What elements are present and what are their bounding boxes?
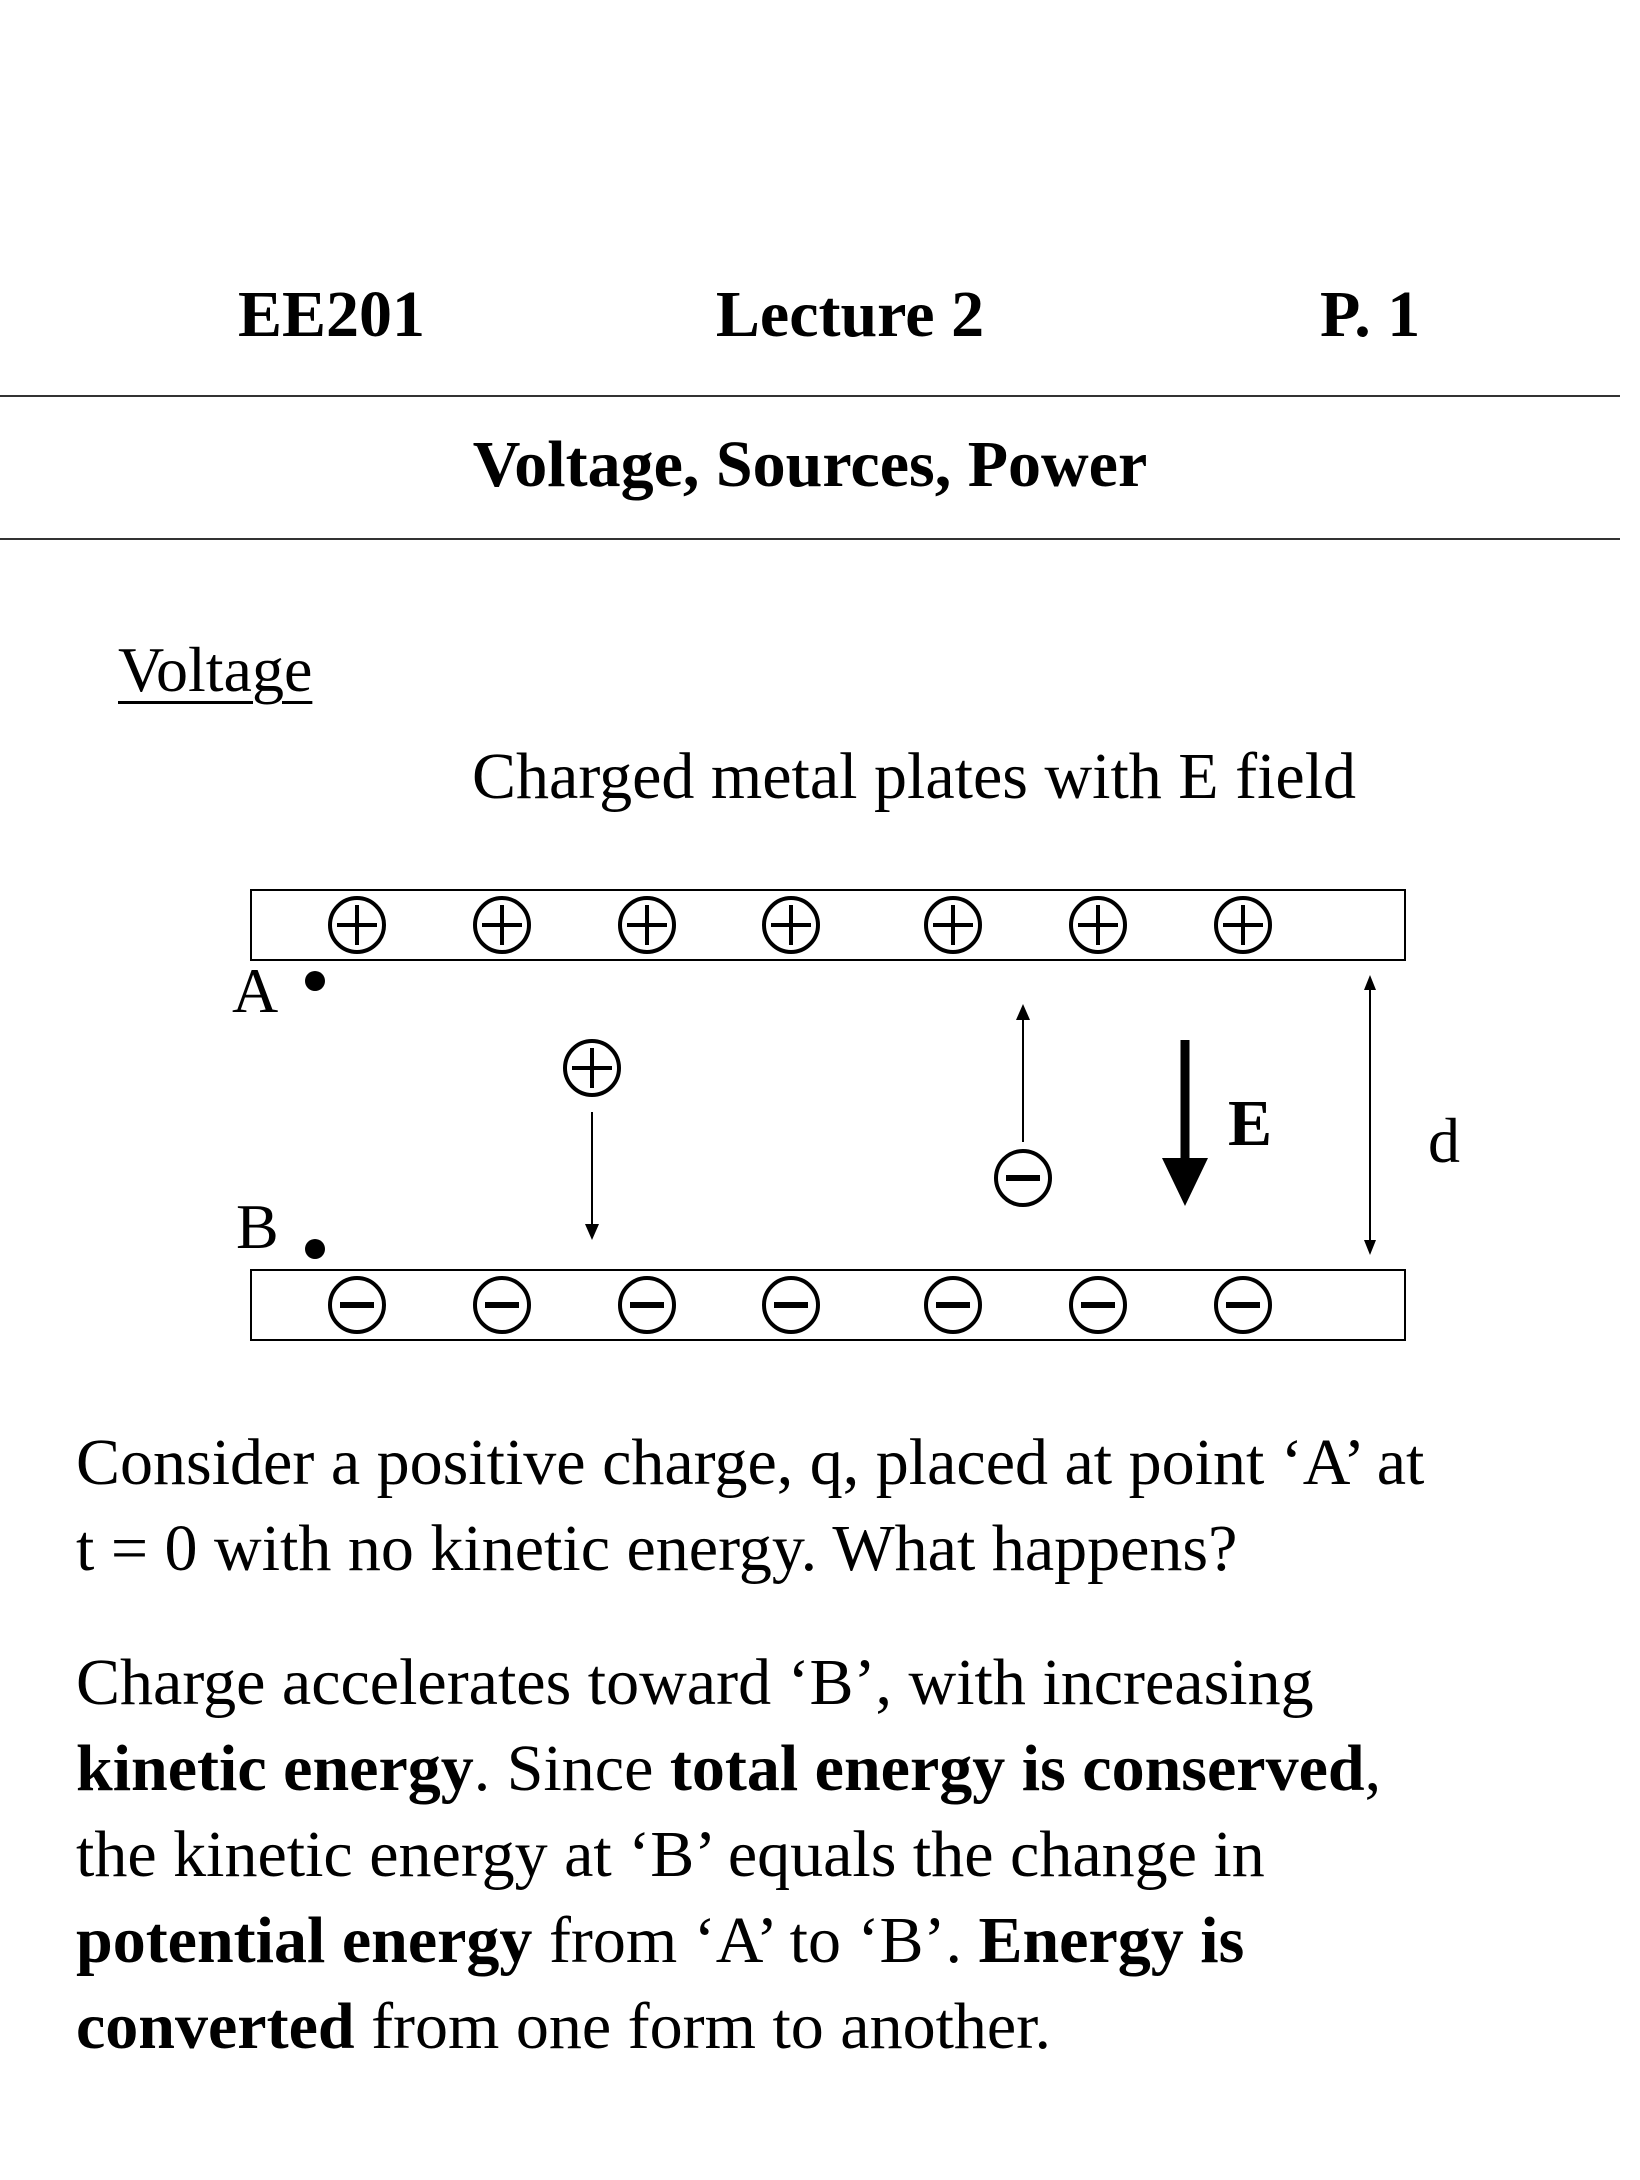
point-a-dot — [305, 971, 325, 991]
term-energy-is: Energy is — [978, 1904, 1245, 1977]
e-field-label: E — [1228, 1087, 1272, 1160]
positive-charges — [328, 896, 1272, 954]
positive-charge — [328, 896, 386, 954]
question-line-1: Consider a positive charge, q, placed at… — [76, 1426, 1425, 1499]
negative-charge — [328, 1276, 386, 1334]
distance-arrowhead-top — [1364, 975, 1376, 990]
term-converted: converted — [76, 1990, 355, 2063]
header-rule — [0, 395, 1620, 397]
point-b-label: B — [236, 1191, 279, 1262]
negative-charge — [924, 1276, 982, 1334]
question-line-2: t = 0 with no kinetic energy. What happe… — [76, 1512, 1238, 1585]
point-b-dot — [305, 1239, 325, 1259]
term-potential-energy: potential energy — [76, 1904, 533, 1977]
answer-line-3: the kinetic energy at ‘B’ equals the cha… — [76, 1818, 1265, 1891]
positive-charge — [1069, 896, 1127, 954]
page-subtitle: Voltage, Sources, Power — [472, 428, 1148, 501]
negative-plate — [250, 1269, 1406, 1341]
negative-charge — [1214, 1276, 1272, 1334]
capacitor-diagram: A B E d — [232, 889, 1460, 1341]
page-number: P. 1 — [1320, 278, 1421, 351]
negative-charge — [762, 1276, 820, 1334]
answer-text: from ‘A’ to ‘B’. — [532, 1904, 979, 1977]
negative-charges — [328, 1276, 1272, 1334]
answer-text: from one form to another. — [354, 1990, 1052, 2063]
positive-charge — [618, 896, 676, 954]
free-negative-charge — [994, 1149, 1052, 1207]
term-energy-conserved: total energy is conserved — [669, 1732, 1365, 1805]
distance-arrowhead-bottom — [1364, 1240, 1376, 1255]
positive-plate — [250, 889, 1406, 961]
free-positive-charge — [563, 1039, 621, 1097]
section-heading: Voltage — [118, 634, 313, 705]
answer-text: , — [1364, 1732, 1382, 1805]
positive-charge — [762, 896, 820, 954]
question-paragraph: Consider a positive charge, q, placed at… — [76, 1420, 1576, 1592]
answer-paragraph: Charge accelerates toward ‘B’, with incr… — [76, 1640, 1576, 2070]
negative-charge — [618, 1276, 676, 1334]
positive-charge — [1214, 896, 1272, 954]
course-code: EE201 — [238, 278, 426, 351]
e-field-arrowhead — [1162, 1158, 1208, 1206]
positive-charge — [473, 896, 531, 954]
positive-motion-arrowhead — [585, 1224, 599, 1240]
negative-motion-arrowhead — [1016, 1004, 1030, 1020]
term-kinetic-energy: kinetic energy — [76, 1732, 474, 1805]
answer-line-1: Charge accelerates toward ‘B’, with incr… — [76, 1646, 1314, 1719]
negative-charge — [1069, 1276, 1127, 1334]
negative-charge — [473, 1276, 531, 1334]
lecture-number: Lecture 2 — [715, 278, 985, 351]
answer-text: . Since — [473, 1732, 670, 1805]
point-a-label: A — [232, 955, 278, 1026]
figure-caption: Charged metal plates with E field — [472, 740, 1357, 813]
subtitle-rule — [0, 538, 1620, 540]
positive-charge — [924, 896, 982, 954]
distance-label: d — [1428, 1105, 1460, 1176]
